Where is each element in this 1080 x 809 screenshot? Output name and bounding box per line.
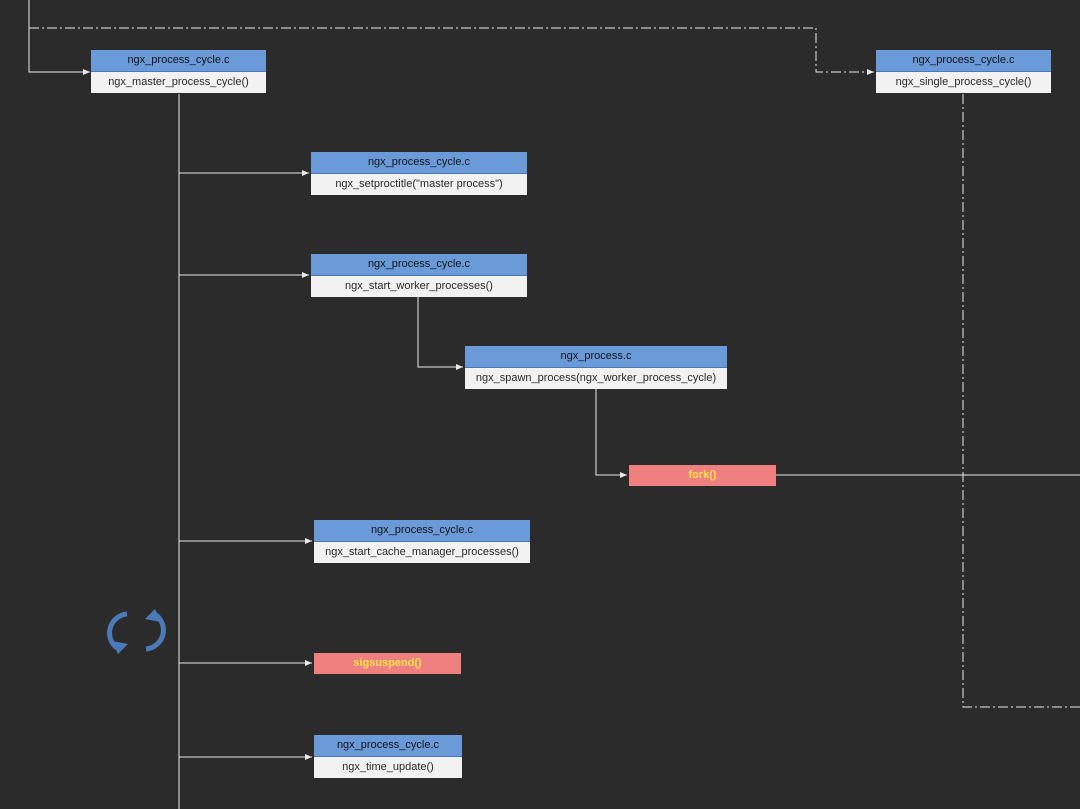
node-file-label: ngx_process.c (465, 346, 727, 368)
entry-connector (28, 0, 90, 75)
node-time-update[interactable]: ngx_process_cycle.c ngx_time_update() (314, 735, 462, 778)
node-function-label: ngx_start_cache_manager_processes() (314, 542, 530, 563)
node-sigsuspend[interactable]: sigsuspend() (314, 653, 461, 674)
node-file-label: ngx_process_cycle.c (311, 152, 527, 174)
node-file-label: ngx_process_cycle.c (876, 50, 1051, 72)
single-cycle-spine (962, 94, 1080, 708)
node-setproctitle[interactable]: ngx_process_cycle.c ngx_setproctitle("ma… (311, 152, 527, 195)
node-function-label: ngx_setproctitle("master process") (311, 174, 527, 195)
node-spawn-process[interactable]: ngx_process.c ngx_spawn_process(ngx_work… (465, 346, 727, 389)
spawn-to-fork (595, 389, 627, 478)
node-file-label: ngx_process_cycle.c (91, 50, 266, 72)
node-function-label: ngx_single_process_cycle() (876, 72, 1051, 93)
node-function-label: ngx_spawn_process(ngx_worker_process_cyc… (465, 368, 727, 389)
single-cycle-connector (29, 27, 874, 75)
node-start-worker-processes[interactable]: ngx_process_cycle.c ngx_start_worker_pro… (311, 254, 527, 297)
node-function-label: ngx_time_update() (314, 757, 462, 778)
node-master-process-cycle[interactable]: ngx_process_cycle.c ngx_master_process_c… (91, 50, 266, 93)
node-function-label: ngx_master_process_cycle() (91, 72, 266, 93)
node-start-cache-manager[interactable]: ngx_process_cycle.c ngx_start_cache_mana… (314, 520, 530, 563)
node-fork[interactable]: fork() (629, 465, 776, 486)
workers-to-spawn (417, 297, 463, 370)
node-file-label: ngx_process_cycle.c (314, 735, 462, 757)
node-file-label: ngx_process_cycle.c (311, 254, 527, 276)
node-file-label: ngx_process_cycle.c (314, 520, 530, 542)
node-function-label: ngx_start_worker_processes() (311, 276, 527, 297)
node-single-process-cycle[interactable]: ngx_process_cycle.c ngx_single_process_c… (876, 50, 1051, 93)
refresh-cycle-icon (107, 611, 166, 652)
